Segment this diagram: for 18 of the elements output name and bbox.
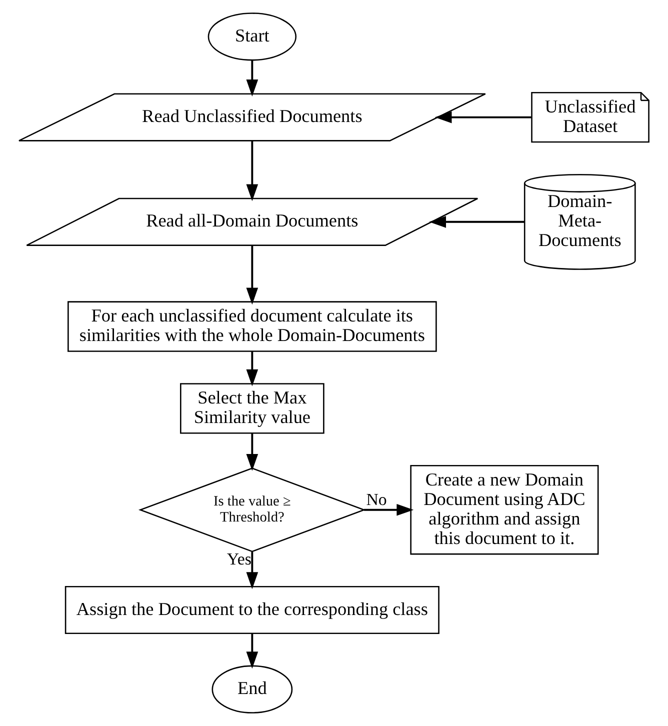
arrow — [246, 433, 258, 471]
arrow — [429, 216, 524, 228]
node-box: Create a new Domain Document using ADC algorithm and assign this document to it. — [410, 465, 599, 555]
arrow — [246, 60, 258, 96]
node-ellipse: Start — [208, 12, 297, 61]
arrow — [246, 245, 258, 305]
node-box: Select the Max Similarity value — [180, 383, 324, 434]
node-ellipse: End — [212, 665, 293, 714]
arrow — [246, 552, 258, 590]
node-diamond: Is the value ≥ Threshold? — [138, 468, 366, 552]
arrow — [246, 634, 258, 669]
arrow — [246, 140, 258, 202]
node-box: Assign the Document to the corresponding class — [64, 586, 440, 634]
node-box: For each unclassified document calculate its similarities with the whole Domain-Documents — [68, 301, 437, 352]
arrow — [364, 504, 414, 516]
arrow — [246, 352, 258, 386]
arrow — [434, 111, 532, 124]
edge-label: No — [366, 490, 387, 510]
